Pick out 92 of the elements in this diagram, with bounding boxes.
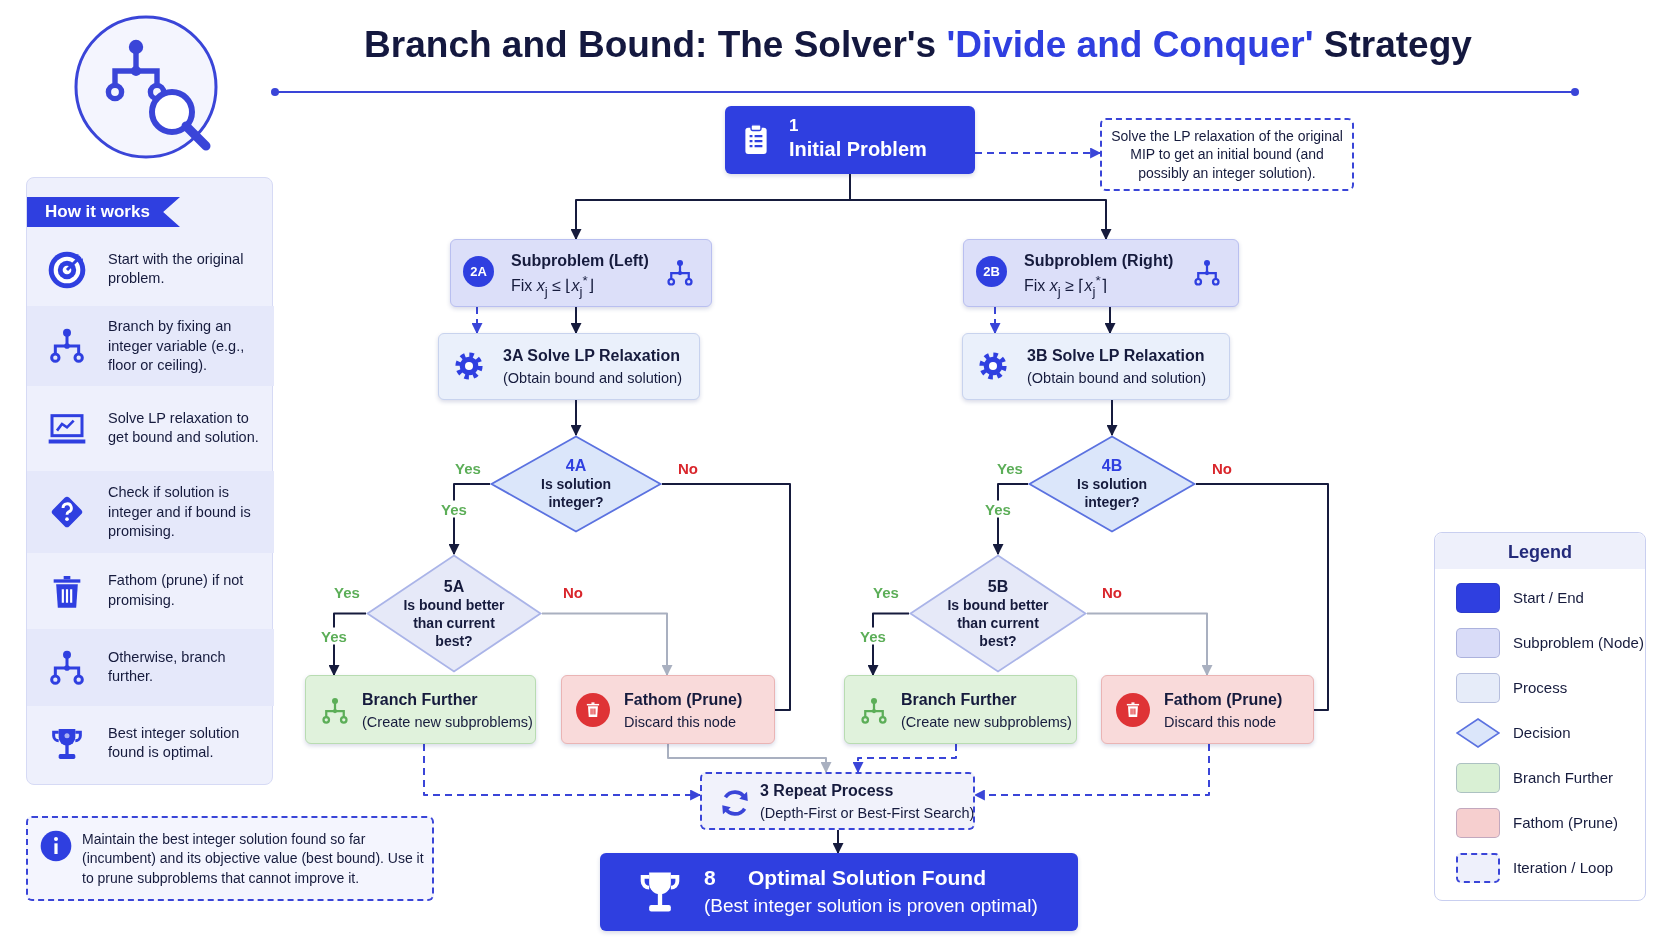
connector-arrow [667,743,832,774]
decision-diamond [909,554,1087,673]
note-text: Solve the LP relaxation of the original MIP to get an initial bound (and possibly an integer solution). [1110,126,1344,183]
node-title: 3B Solve LP Relaxation [1027,347,1205,365]
info-text: Maintain the best integer solution found so far (incumbent) and its objective value (best bound). Use it to prune subproblems that cannot improve it. [82,829,425,888]
connector-arrow [973,743,1210,801]
node-title: Fathom (Prune) [624,691,743,709]
loop-box [700,772,975,830]
branch-box [305,675,536,744]
step-text: Otherwise, branch further. [108,647,227,687]
step-number: 8 [704,866,716,890]
legend-label: Fathom (Prune) [1513,814,1619,831]
node-subtitle: Discard this node [624,714,737,730]
node-title: Subproblem (Left) [511,252,649,270]
how-it-works-panel [26,177,273,785]
branch-rule: Fix x$_{j}$ ≥ ⌈x$_{j}$$^{*}$⌉ [1024,273,1107,299]
connector-arrow [1104,306,1116,335]
node-title: Subproblem (Right) [1024,252,1174,270]
node-subtitle: (Obtain bound and solution) [1027,370,1206,386]
decision-diamond [1028,435,1196,533]
branch-rule: Fix x$_{j}$ ≤ ⌊x$_{j}$$^{*}$⌋ [511,273,594,299]
node-title: Branch Further [901,691,1017,709]
step-number-badge: 2A [463,256,494,287]
subproblem-box [963,239,1239,307]
step-number: 5B [986,577,1010,596]
prune-box [1101,675,1314,744]
connector-arrow [1086,612,1213,677]
legend-title: Legend [1508,542,1572,563]
process-box [962,333,1230,400]
step-number: 5A [442,577,466,596]
decision-label: Yes [439,500,469,518]
connector-arrow [471,306,483,335]
branch-box [844,675,1077,744]
legend-label: Decision [1513,724,1571,741]
end-box [600,853,1078,931]
decision-diamond [366,554,542,673]
section-ribbon: How it works [27,197,180,227]
connector-arrow [570,306,582,335]
legend-label: Branch Further [1513,769,1614,786]
node-subtitle: (Best integer solution is proven optimal) [704,895,1038,917]
connector-arrow [852,743,957,774]
node-title: 3A Solve LP Relaxation [503,347,680,365]
step-text: Check if solution is integer and if bound is promising. [108,482,252,541]
node-title: Optimal Solution Found [748,866,986,890]
diagram-title: Branch and Bound: The Solver's 'Divide and Conquer' Strategy [363,24,1473,66]
process-box [438,333,700,400]
legend-label: Start / End [1513,589,1584,606]
start-box [725,106,975,174]
step-number-badge: 2B [976,256,1007,287]
prune-box [561,675,775,744]
node-subtitle: (Create new subproblems) [362,714,533,730]
connector-arrow [570,399,582,437]
step-text: Start with the original problem. [108,249,245,289]
legend-label: Process [1513,679,1568,696]
connector-arrow [989,306,1001,335]
step-text: Fathom (prune) if not promising. [108,571,245,610]
step-number: 1 [789,116,799,136]
step-number: 4A [564,456,588,475]
decision-question: Is bound better than current best? [946,595,1050,650]
legend-label: Subproblem (Node) [1513,634,1644,651]
step-row [27,471,274,553]
step-text: Branch by fixing an integer variable (e.g., floor or ceiling). [108,316,246,375]
step-row [27,306,274,386]
subproblem-box [450,239,712,307]
node-subtitle: Discard this node [1164,714,1277,730]
decision-diamond [490,435,662,533]
node-title: Branch Further [362,691,478,709]
step-row [27,629,274,706]
step-text: Best integer solution found is optimal. [108,723,241,763]
connector-arrow [974,147,1102,159]
legend-label: Iteration / Loop [1513,859,1614,876]
node-subtitle: (Obtain bound and solution) [503,370,682,386]
decision-label: Yes [319,627,349,645]
note-box [1100,118,1354,191]
node-subtitle: (Depth-First or Best-First Search) [760,805,975,821]
decision-question: Is bound better than current best? [402,595,506,650]
step-number: 4B [1100,456,1124,475]
step-text: Solve LP relaxation to get bound and solution. [108,408,260,448]
connector-arrow [423,743,702,801]
info-box [26,816,434,901]
node-title: Fathom (Prune) [1164,691,1283,709]
node-title: Initial Problem [789,138,927,161]
connector-arrow [849,173,1112,241]
decision-label: Yes [858,627,888,645]
connector-arrow [541,612,673,677]
node-title: 3 Repeat Process [760,782,894,800]
decision-label: Yes [983,500,1013,518]
connector-arrow [1106,399,1118,437]
connector-arrow [832,829,844,855]
node-subtitle: (Create new subproblems) [901,714,1072,730]
decision-question: Is solution integer? [1076,474,1148,512]
decision-question: Is solution integer? [540,474,612,512]
